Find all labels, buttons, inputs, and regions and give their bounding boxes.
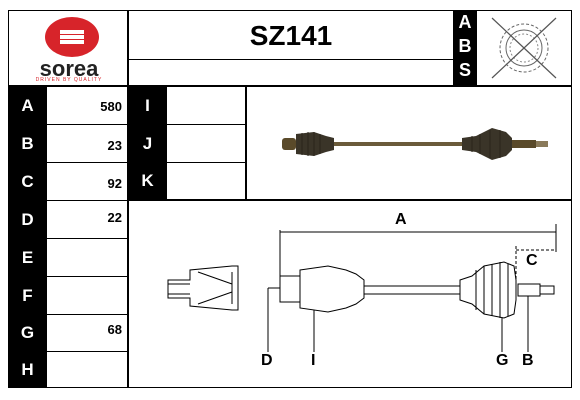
abs-icon-cell [476, 10, 572, 86]
diagram-label-c: C [526, 252, 538, 269]
title-cell [128, 10, 454, 86]
spec-value-b: 23 [107, 138, 122, 153]
diagram-label-a: A [395, 211, 407, 228]
left-spec-table [8, 86, 128, 388]
spec-label-i: I [129, 87, 166, 124]
spec-label-a: A [9, 87, 46, 124]
brand-tagline: DRIVEN BY QUALITY [35, 77, 103, 83]
spec-label-d: D [9, 201, 46, 238]
sorea-logo [45, 17, 99, 57]
spec-label-g: G [9, 315, 46, 351]
logo-cell [8, 10, 128, 86]
diagram-label-d: D [261, 352, 273, 369]
diagram-label-g: G [496, 352, 509, 369]
abs-letter-a: A [458, 12, 472, 32]
title-divider [128, 59, 454, 60]
spec-value-c: 92 [107, 176, 122, 191]
spec-value-g: 68 [107, 322, 122, 337]
spec-label-c: C [9, 163, 46, 200]
abs-label-column [454, 10, 476, 86]
part-number-title: SZ141 [249, 20, 333, 51]
spec-label-e: E [9, 239, 46, 276]
brand-name: sorea [39, 56, 99, 81]
spec-label-b: B [9, 125, 46, 162]
drive-shaft-technical-drawing [167, 224, 557, 352]
spec-value-a: 580 [100, 99, 122, 114]
spec-label-k: K [129, 163, 166, 199]
abs-letter-s: S [458, 60, 471, 80]
spec-value-d: 22 [107, 210, 122, 225]
abs-letter-b: B [458, 36, 472, 56]
mid-spec-table [128, 86, 246, 200]
technical-diagram-cell [128, 200, 572, 388]
spec-label-f: F [9, 277, 46, 314]
diagram-label-b: B [522, 352, 534, 369]
abs-ring-crossed-icon [491, 17, 557, 79]
diagram-label-i: I [311, 352, 316, 369]
spec-label-j: J [129, 125, 166, 162]
product-photo-cell [246, 86, 572, 200]
drive-shaft-photo [282, 128, 548, 160]
spec-label-h: H [9, 352, 46, 387]
